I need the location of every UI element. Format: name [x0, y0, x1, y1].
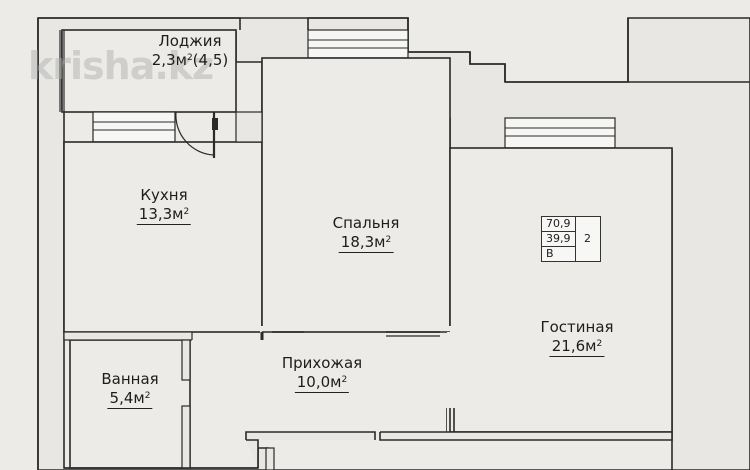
loggia-room: [61, 29, 237, 113]
kitchen-window: [92, 111, 176, 143]
loggia-area: 2,3м2(4,5): [151, 51, 229, 69]
bedroom-window: [307, 29, 409, 59]
kitchen-area: 13,3м2: [136, 205, 192, 225]
legend-living-area: 39,9: [541, 231, 576, 247]
bedroom-name: Спальня: [332, 214, 400, 232]
legend-room-count: 2: [574, 216, 601, 262]
loggia-door-swing: [175, 111, 215, 156]
living-label: Гостиная 21,6м2: [540, 318, 614, 357]
entrance-wall: [245, 431, 673, 468]
loggia-label: Лоджия 2,3м2(4,5): [152, 32, 228, 70]
bedroom-label: Спальня 18,3м2: [332, 214, 400, 253]
kitchen-name: Кухня: [140, 186, 188, 204]
bathroom-label: Ванная 5,4м2: [101, 370, 159, 409]
building-outline: [37, 17, 750, 470]
living-room: [449, 147, 673, 433]
hallway-label: Прихожая 10,0м2: [282, 354, 362, 393]
bedroom-area: 18,3м2: [338, 233, 394, 253]
living-area: 21,6м2: [549, 337, 605, 357]
legend-total-area: 70,9: [541, 216, 576, 232]
hallway-name: Прихожая: [281, 354, 363, 372]
area-legend: 70,9 2 39,9 B: [541, 216, 601, 262]
living-name: Гостиная: [540, 318, 614, 336]
bathroom-room: [69, 339, 191, 469]
hallway-area: 10,0м2: [294, 373, 350, 393]
bedroom-room: [261, 57, 451, 333]
loggia-name: Лоджия: [158, 32, 222, 50]
living-window: [504, 117, 616, 149]
kitchen-room: [63, 141, 263, 333]
bathroom-area: 5,4м2: [107, 389, 153, 409]
legend-type: B: [541, 246, 576, 262]
watermark: krisha.kz: [28, 44, 214, 88]
wall-kitchen-bedroom: [235, 111, 263, 143]
hallway-room: [192, 340, 446, 440]
kitchen-label: Кухня 13,3м2: [136, 186, 192, 225]
bathroom-name: Ванная: [101, 370, 159, 388]
